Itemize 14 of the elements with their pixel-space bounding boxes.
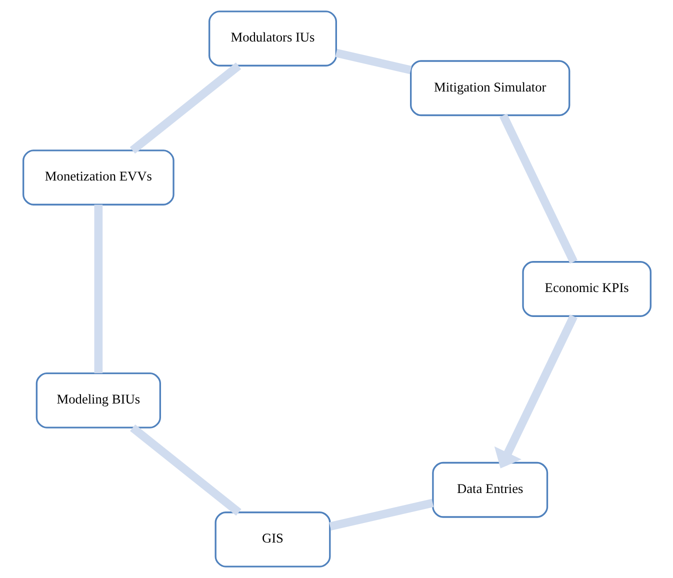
node-box: Data Entries: [432, 462, 548, 518]
connector: [94, 204, 102, 374]
node-box: Modulators IUs: [208, 10, 336, 66]
connector: [334, 48, 412, 74]
node-box: Monetization EVVs: [22, 150, 174, 206]
node-box: Mitigation Simulator: [410, 60, 570, 116]
connector: [498, 114, 577, 264]
connector: [328, 498, 434, 530]
node-box: GIS: [214, 512, 330, 568]
arrow: [494, 314, 577, 468]
connector: [130, 424, 241, 516]
connector: [129, 62, 241, 154]
node-box: Economic KPIs: [522, 261, 651, 317]
node-box: Modeling BIUs: [35, 372, 160, 428]
